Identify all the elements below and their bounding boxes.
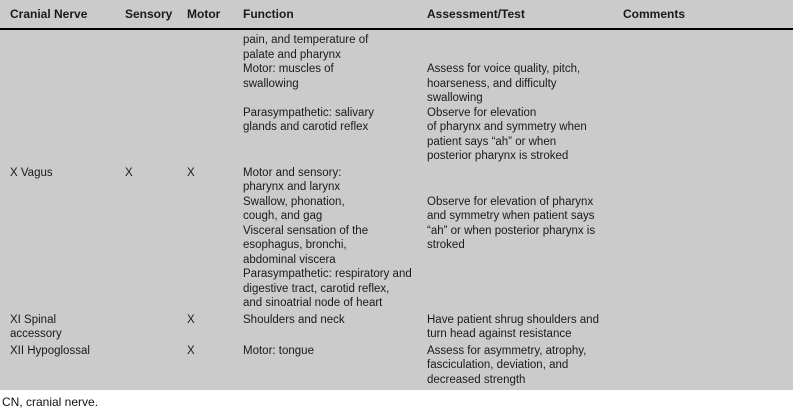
cell-sensory (125, 313, 187, 342)
table-row-spinal-accessory: XI Spinal accessory X Shoulders and neck… (0, 313, 793, 342)
cranial-nerve-table: Cranial Nerve Sensory Motor Function Ass… (0, 0, 793, 390)
cell-assessment: Observe for elevation of pharynx and sym… (427, 195, 596, 252)
cell-comments (623, 344, 793, 388)
column-header-comments: Comments (623, 7, 686, 21)
cell-nerve (10, 33, 125, 164)
cell-assessment: Have patient shrug shoulders and turn he… (427, 313, 599, 341)
cell-assessment: Assess for voice quality, pitch, hoarsen… (427, 63, 587, 162)
cell-motor: X (187, 166, 195, 179)
cell-assessment: Assess for asymmetry, atrophy, fascicula… (427, 344, 587, 386)
column-header-cranial-nerve: Cranial Nerve (10, 7, 88, 21)
table-footnote: CN, cranial nerve. (2, 395, 99, 409)
cell-nerve: XII Hypoglossal (10, 344, 90, 357)
cell-nerve: XI Spinal accessory (10, 313, 62, 341)
cell-motor (187, 33, 243, 164)
cell-motor: X (187, 344, 195, 357)
cell-motor: X (187, 313, 195, 326)
column-header-motor: Motor (187, 7, 221, 21)
cell-function: Shoulders and neck (243, 313, 345, 326)
cell-comments (623, 166, 793, 311)
cell-sensory (125, 344, 187, 388)
cell-sensory: X (125, 166, 133, 179)
table-row-glossopharyngeal-continued: pain, and temperature of palate and phar… (0, 33, 793, 164)
cell-nerve: X Vagus (10, 166, 53, 179)
cell-function: Motor: tongue (243, 344, 314, 357)
table-header-row: Cranial Nerve Sensory Motor Function Ass… (0, 0, 793, 30)
cell-comments (623, 313, 793, 342)
column-header-function: Function (243, 7, 294, 21)
column-header-assessment-test: Assessment/Test (427, 7, 525, 21)
cell-comments (623, 33, 793, 164)
cell-function: Motor and sensory: pharynx and larynx Sw… (243, 166, 412, 310)
column-header-sensory: Sensory (125, 7, 173, 21)
cell-function: pain, and temperature of palate and phar… (243, 34, 375, 133)
table-row-hypoglossal: XII Hypoglossal X Motor: tongue Assess f… (0, 344, 793, 388)
cell-sensory (125, 33, 187, 164)
table-row-vagus: X Vagus X X Motor and sensory: pharynx a… (0, 166, 793, 311)
table-body: pain, and temperature of palate and phar… (0, 30, 793, 387)
